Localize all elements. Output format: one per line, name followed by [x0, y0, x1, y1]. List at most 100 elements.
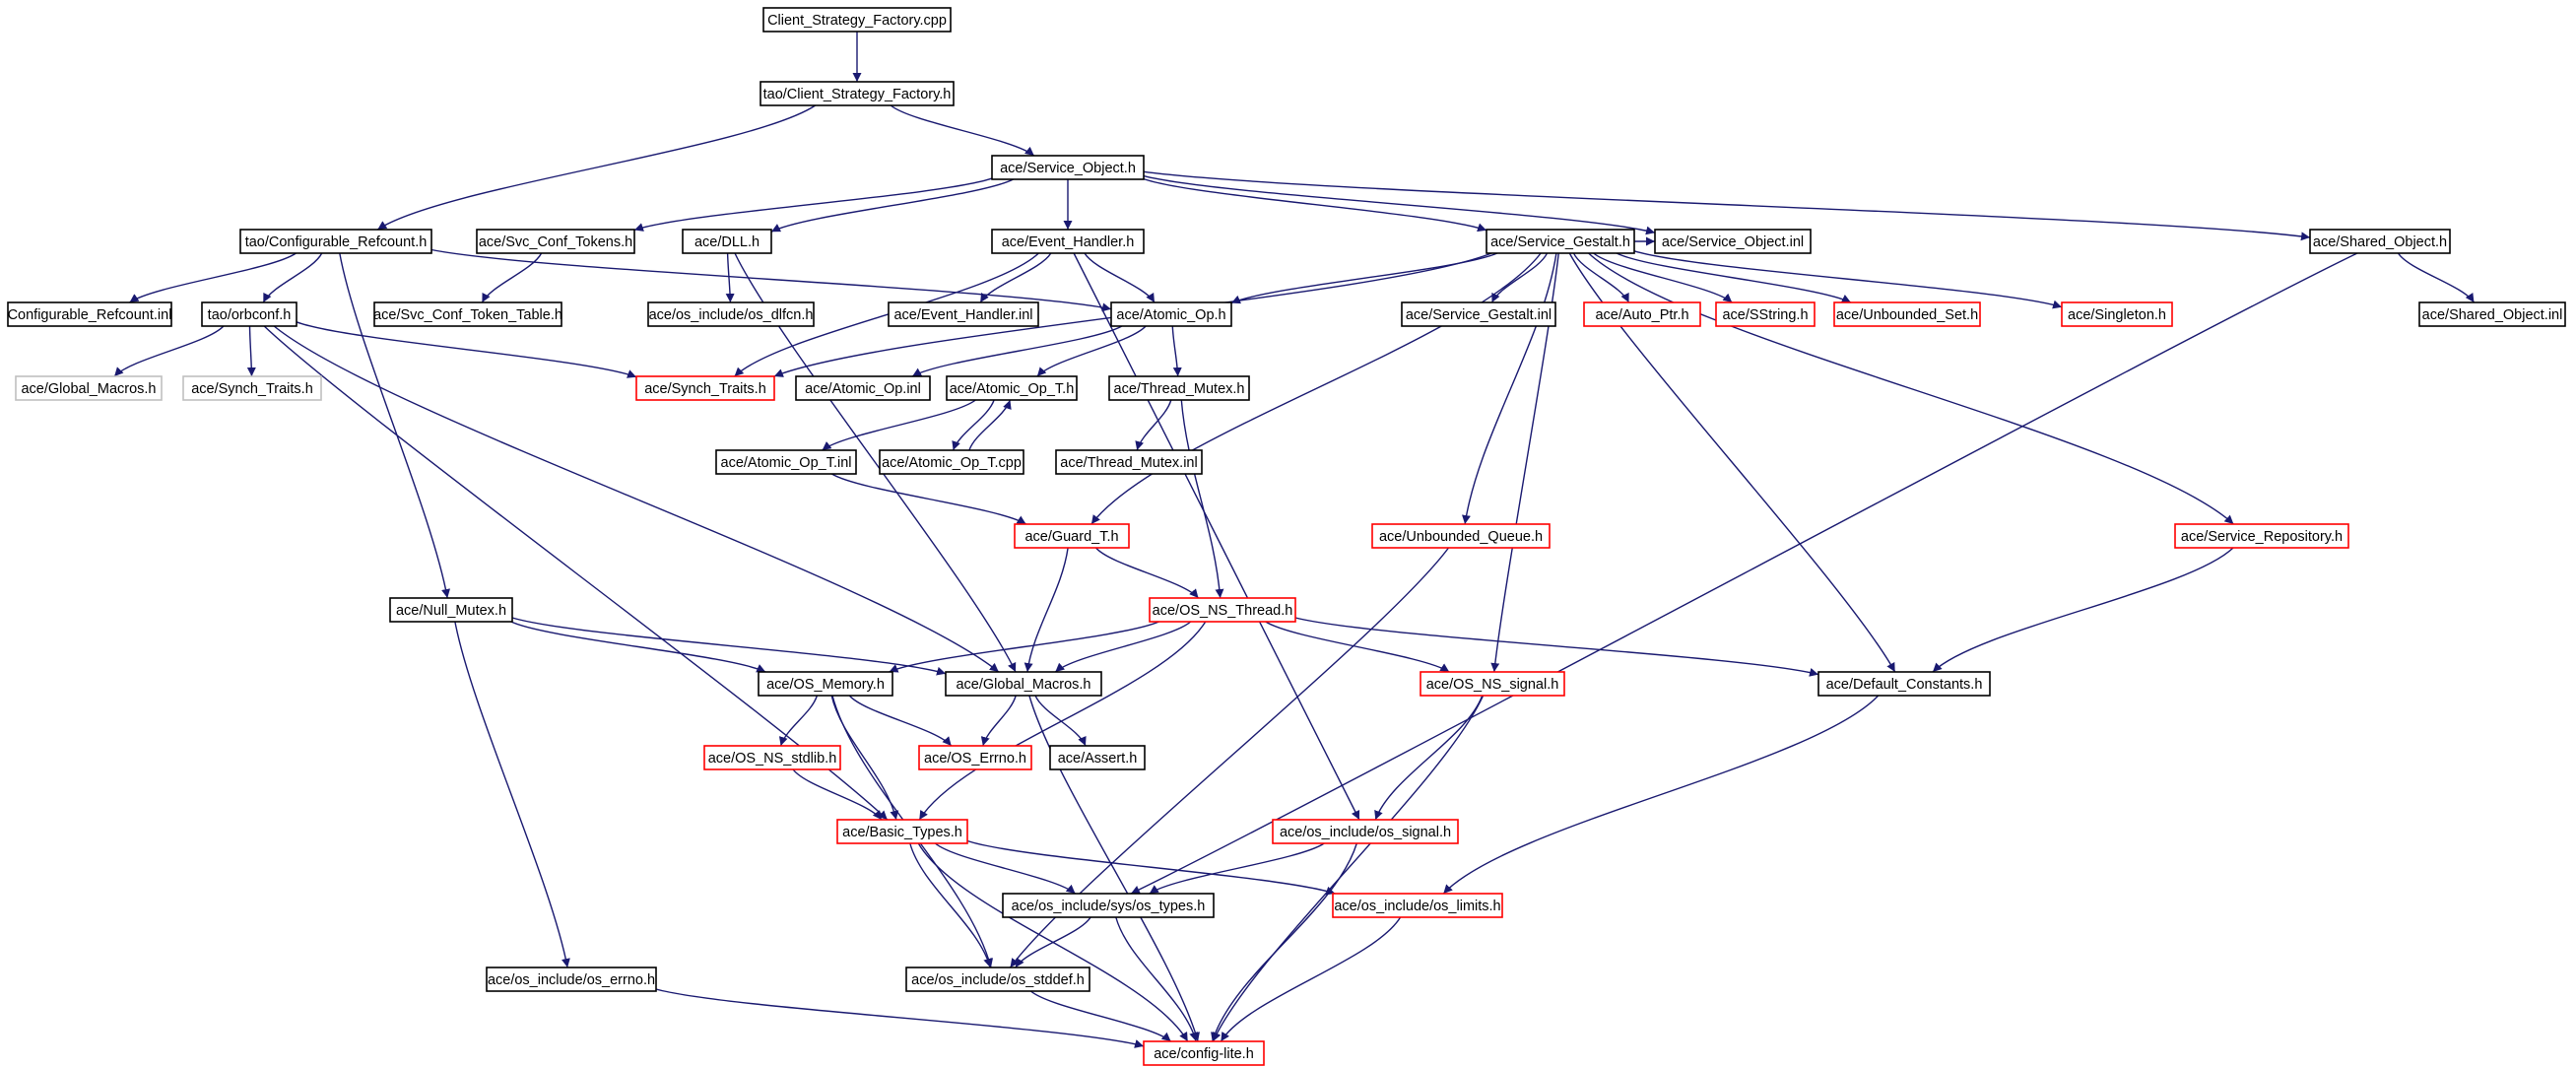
- node-cfg-ref-inl[interactable]: Configurable_Refcount.inl: [7, 301, 172, 327]
- node-thr-mutex-inl[interactable]: ace/Thread_Mutex.inl: [1055, 449, 1203, 475]
- node-os-limits[interactable]: ace/os_include/os_limits.h: [1332, 893, 1503, 918]
- node-os-errno-ace[interactable]: ace/OS_Errno.h: [918, 745, 1032, 770]
- node-label: ace/Global_Macros.h: [956, 677, 1090, 693]
- node-box: [1486, 229, 1635, 254]
- node-box: [2174, 523, 2349, 549]
- node-atomic-inl[interactable]: ace/Atomic_Op.inl: [795, 375, 931, 401]
- node-os-signal[interactable]: ace/OS_NS_signal.h: [1420, 671, 1565, 697]
- edge-orbconf-to-glob: [273, 325, 1000, 673]
- node-dll[interactable]: ace/DLL.h: [682, 229, 772, 254]
- node-box: [1002, 893, 1215, 918]
- node-atomic-t-cpp[interactable]: ace/Atomic_Op_T.cpp: [879, 449, 1024, 475]
- node-label: ace/os_include/os_limits.h: [1334, 899, 1500, 914]
- node-svc-repo[interactable]: ace/Service_Repository.h: [2174, 523, 2349, 549]
- edge-csf_h-to-cfg_ref: [376, 104, 817, 231]
- node-box: [1149, 597, 1296, 623]
- node-label: ace/Atomic_Op.inl: [805, 381, 921, 397]
- node-svc-obj[interactable]: ace/Service_Object.h: [991, 155, 1145, 180]
- node-thr-mutex[interactable]: ace/Thread_Mutex.h: [1108, 375, 1250, 401]
- node-basic-types[interactable]: ace/Basic_Types.h: [836, 819, 968, 844]
- node-box: [1715, 301, 1816, 327]
- edge-cfg_ref-to-atomic: [430, 248, 1112, 312]
- node-label: ace/Shared_Object.inl: [2422, 307, 2563, 323]
- node-osinc-signal[interactable]: ace/os_include/os_signal.h: [1272, 819, 1459, 844]
- node-label: ace/Svc_Conf_Tokens.h: [479, 234, 632, 250]
- node-csf-h[interactable]: tao/Client_Strategy_Factory.h: [760, 81, 955, 106]
- node-label: ace/DLL.h: [694, 234, 760, 250]
- node-box: [635, 375, 775, 401]
- node-box: [1110, 301, 1232, 327]
- edge-os_memory-to-basic_types: [830, 695, 899, 821]
- node-label: Configurable_Refcount.inl: [8, 307, 172, 323]
- node-shared-inl[interactable]: ace/Shared_Object.inl: [2418, 301, 2566, 327]
- edge-guard-to-glob: [1024, 547, 1069, 673]
- node-label: ace/Service_Object.h: [1000, 161, 1136, 176]
- node-box: [7, 301, 172, 327]
- node-os-stddef[interactable]: ace/os_include/os_stddef.h: [905, 967, 1090, 992]
- node-unb-set[interactable]: ace/Unbounded_Set.h: [1833, 301, 1981, 327]
- node-null-mutex[interactable]: ace/Null_Mutex.h: [389, 597, 513, 623]
- edge-gestalt-to-singleton: [1633, 250, 2063, 309]
- node-label: tao/Configurable_Refcount.h: [245, 234, 428, 250]
- node-os-thread[interactable]: ace/OS_NS_Thread.h: [1149, 597, 1296, 623]
- node-svc-obj-inl[interactable]: ace/Service_Object.inl: [1654, 229, 1812, 254]
- edge-def_const-to-os_limits: [1442, 695, 1880, 895]
- edge-os_memory-to-os_errno_ace: [848, 695, 953, 747]
- edge-evh-to-evh_inl: [979, 252, 1052, 303]
- node-evh[interactable]: ace/Event_Handler.h: [991, 229, 1145, 254]
- node-auto-ptr[interactable]: ace/Auto_Ptr.h: [1583, 301, 1701, 327]
- node-synch-ext[interactable]: ace/Synch_Traits.h: [182, 375, 322, 401]
- node-label: ace/Service_Gestalt.inl: [1406, 307, 1552, 323]
- node-glob-ext[interactable]: ace/Global_Macros.h: [15, 375, 163, 401]
- node-box: [1833, 301, 1981, 327]
- edge-basic_types-to-sys_types: [934, 842, 1077, 895]
- node-box: [1420, 671, 1565, 697]
- edge-svc_obj-to-dll: [770, 178, 1014, 233]
- edge-svc_tok-to-tok_table: [481, 252, 543, 303]
- node-glob[interactable]: ace/Global_Macros.h: [945, 671, 1102, 697]
- node-atomic-t-inl[interactable]: ace/Atomic_Op_T.inl: [715, 449, 857, 475]
- node-gestalt-inl[interactable]: ace/Service_Gestalt.inl: [1401, 301, 1556, 327]
- node-evh-inl[interactable]: ace/Event_Handler.inl: [888, 301, 1039, 327]
- node-assert[interactable]: ace/Assert.h: [1049, 745, 1146, 770]
- edge-glob-to-assert: [1034, 695, 1087, 747]
- node-root[interactable]: Client_Strategy_Factory.cpp: [762, 7, 952, 33]
- node-orbconf[interactable]: tao/orbconf.h: [201, 301, 297, 327]
- edge-os_thread-to-os_memory: [889, 621, 1159, 673]
- edge-gestalt-to-atomic: [1230, 252, 1498, 304]
- node-label: ace/os_include/os_errno.h: [488, 972, 655, 988]
- edge-gestalt-to-guard: [1090, 252, 1542, 525]
- node-synch[interactable]: ace/Synch_Traits.h: [635, 375, 775, 401]
- node-box: [1332, 893, 1503, 918]
- edge-os_signal-to-config_lite: [1212, 695, 1485, 1042]
- node-sstring[interactable]: ace/SString.h: [1715, 301, 1816, 327]
- node-shared-obj[interactable]: ace/Shared_Object.h: [2309, 229, 2451, 254]
- node-sys-types[interactable]: ace/os_include/sys/os_types.h: [1002, 893, 1215, 918]
- node-box: [758, 671, 893, 697]
- node-singleton[interactable]: ace/Singleton.h: [2061, 301, 2173, 327]
- node-cfg-ref[interactable]: tao/Configurable_Refcount.h: [239, 229, 432, 254]
- node-atomic-t[interactable]: ace/Atomic_Op_T.h: [946, 375, 1078, 401]
- node-def-const[interactable]: ace/Default_Constants.h: [1817, 671, 1991, 697]
- edge-evh-to-synch: [734, 252, 1039, 377]
- node-label: ace/Singleton.h: [2068, 307, 2166, 323]
- node-guard[interactable]: ace/Guard_T.h: [1014, 523, 1130, 549]
- node-gestalt[interactable]: ace/Service_Gestalt.h: [1486, 229, 1635, 254]
- node-svc-tok[interactable]: ace/Svc_Conf_Tokens.h: [476, 229, 635, 254]
- node-unb-queue[interactable]: ace/Unbounded_Queue.h: [1371, 523, 1551, 549]
- node-os-memory[interactable]: ace/OS_Memory.h: [758, 671, 893, 697]
- node-box: [945, 671, 1102, 697]
- node-dlfcn[interactable]: ace/os_include/os_dlfcn.h: [647, 301, 815, 327]
- node-os-stdlib[interactable]: ace/OS_NS_stdlib.h: [703, 745, 841, 770]
- node-label: ace/Guard_T.h: [1024, 529, 1118, 545]
- edge-os_memory-to-os_stdlib: [778, 695, 819, 747]
- edge-thr_mutex-to-os_thread: [1180, 399, 1224, 599]
- node-config-lite[interactable]: ace/config-lite.h: [1143, 1040, 1265, 1066]
- node-os-errno[interactable]: ace/os_include/os_errno.h: [486, 967, 657, 992]
- node-label: ace/Service_Object.inl: [1662, 234, 1804, 250]
- node-atomic[interactable]: ace/Atomic_Op.h: [1110, 301, 1232, 327]
- node-tok-table[interactable]: ace/Svc_Conf_Token_Table.h: [373, 301, 562, 327]
- node-label: ace/os_include/sys/os_types.h: [1012, 899, 1206, 914]
- node-box: [760, 81, 955, 106]
